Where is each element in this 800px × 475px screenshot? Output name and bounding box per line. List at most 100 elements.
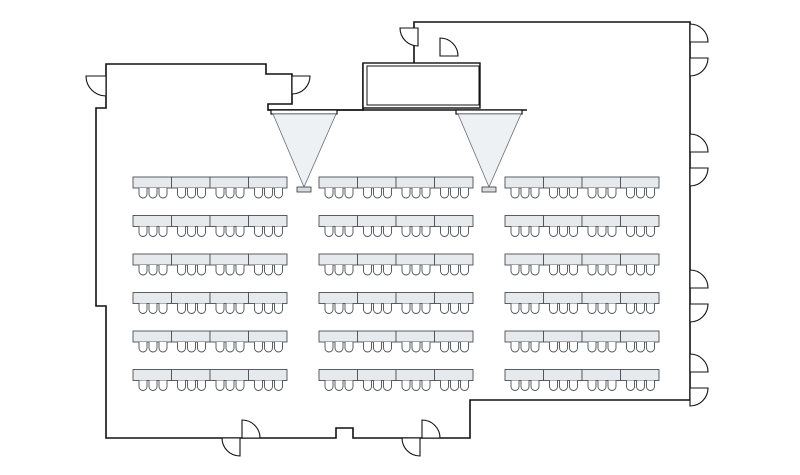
chair — [559, 303, 568, 314]
table — [395, 330, 435, 343]
table — [434, 330, 474, 343]
chair — [254, 303, 263, 314]
chair — [274, 303, 283, 314]
chair — [373, 226, 382, 237]
table — [209, 292, 249, 304]
chair — [460, 342, 469, 353]
table — [620, 215, 660, 227]
chair — [559, 265, 568, 276]
table — [132, 215, 172, 227]
chair — [177, 342, 186, 353]
chair — [187, 226, 196, 237]
chair — [138, 303, 148, 314]
chair — [363, 342, 372, 353]
chair — [197, 265, 206, 276]
chair — [597, 226, 607, 237]
table — [395, 292, 435, 304]
chair — [225, 303, 235, 314]
chair — [344, 303, 354, 314]
chair — [597, 303, 607, 314]
table — [209, 253, 249, 266]
table — [581, 369, 621, 381]
chair — [450, 342, 459, 353]
chair — [510, 265, 520, 276]
chair — [587, 342, 597, 353]
chair — [440, 188, 449, 199]
table — [318, 253, 358, 266]
chair — [344, 380, 354, 391]
chair — [235, 303, 245, 314]
door-icon — [291, 75, 311, 95]
table — [209, 330, 249, 343]
chair — [158, 265, 168, 276]
table — [581, 253, 621, 266]
seating-layer — [132, 176, 660, 391]
door-icon — [689, 269, 709, 289]
chair — [138, 188, 148, 199]
chair — [254, 188, 263, 199]
table — [248, 330, 288, 343]
chair — [148, 380, 158, 391]
chair — [520, 303, 530, 314]
chair — [450, 188, 459, 199]
chair — [421, 342, 431, 353]
door-icon — [689, 353, 709, 373]
chair — [607, 303, 617, 314]
table — [132, 330, 172, 343]
chair — [334, 226, 344, 237]
stage-platform — [362, 62, 481, 109]
chair — [549, 303, 558, 314]
table — [543, 369, 583, 381]
chair — [187, 380, 196, 391]
chair — [373, 188, 382, 199]
chair — [401, 226, 411, 237]
chair — [274, 265, 283, 276]
chair — [225, 226, 235, 237]
table — [132, 176, 172, 189]
chair — [138, 226, 148, 237]
chair — [274, 226, 283, 237]
chair — [148, 342, 158, 353]
chair — [363, 226, 372, 237]
chair — [158, 226, 168, 237]
chair — [324, 226, 334, 237]
table — [620, 253, 660, 266]
chair — [569, 303, 578, 314]
chair — [254, 265, 263, 276]
chair — [530, 226, 540, 237]
chair — [411, 226, 421, 237]
table — [132, 253, 172, 266]
chair — [559, 226, 568, 237]
projector-right — [481, 186, 497, 193]
chair — [520, 342, 530, 353]
chair — [264, 342, 273, 353]
chair — [626, 226, 635, 237]
chair — [460, 265, 469, 276]
chair — [510, 226, 520, 237]
chair — [646, 188, 655, 199]
table — [434, 253, 474, 266]
table — [620, 369, 660, 381]
chair — [324, 303, 334, 314]
chair — [569, 226, 578, 237]
table — [581, 292, 621, 304]
chair — [274, 188, 283, 199]
chair — [520, 380, 530, 391]
table — [171, 215, 211, 227]
chair — [597, 342, 607, 353]
chair — [363, 265, 372, 276]
chair — [569, 188, 578, 199]
chair — [549, 265, 558, 276]
chair — [324, 188, 334, 199]
projection-screen-right — [455, 109, 523, 115]
chair — [460, 380, 469, 391]
chair — [587, 265, 597, 276]
chair — [440, 380, 449, 391]
chair — [411, 188, 421, 199]
chair — [324, 380, 334, 391]
chair — [411, 303, 421, 314]
chair — [626, 265, 635, 276]
chair — [569, 342, 578, 353]
chair — [344, 265, 354, 276]
chair — [344, 226, 354, 237]
